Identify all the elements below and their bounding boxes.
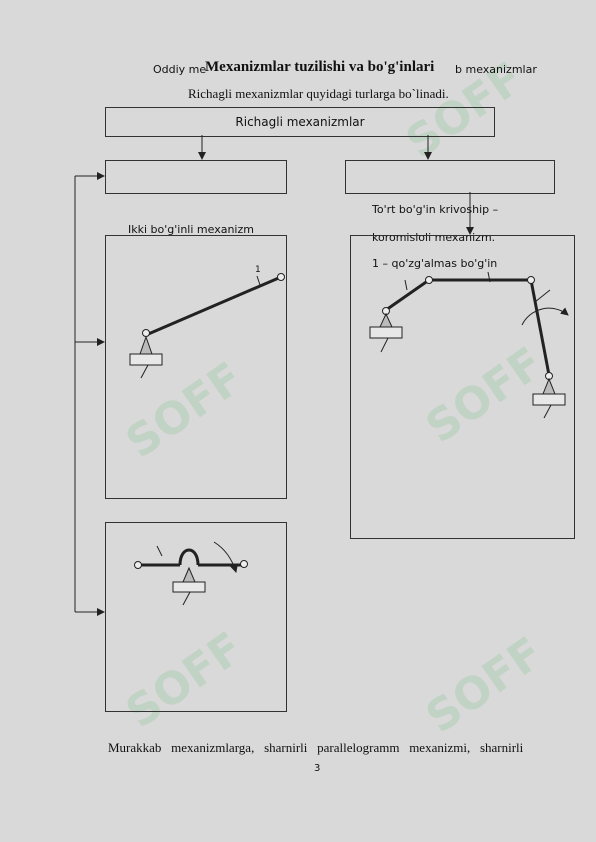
four-link-panel <box>350 235 575 539</box>
complex-mechanism-panel <box>105 522 287 712</box>
page-title: Mexanizmlar tuzilishi va bo'g'inlari <box>205 59 435 75</box>
right-type-box <box>345 160 555 194</box>
right-caption-2: koromisloli mexanizm. <box>372 231 496 244</box>
header-overlap-left: Oddiy me <box>153 63 207 76</box>
two-link-panel <box>105 235 287 499</box>
right-caption-3: 1 – qo'zg'almas bo'g'in <box>372 257 498 270</box>
two-link-mechanism <box>129 273 285 379</box>
left-caption: Ikki bo'g'inli mexanizm <box>128 223 254 236</box>
top-box-label: Richagli mexanizmlar <box>235 115 365 129</box>
four-link-mechanism <box>369 271 569 419</box>
footer-text: Murakkab mexanizmlarga, sharnirli parall… <box>108 740 524 755</box>
label-one: 1 <box>255 265 261 275</box>
complex-mechanism <box>134 541 248 606</box>
page-number: 3 <box>314 763 321 774</box>
top-box: Richagli mexanizmlar <box>105 107 495 137</box>
header-overlap-right: b mexanizmlar <box>455 63 537 76</box>
right-caption-1: To'rt bo'g'in krivoship – <box>372 203 499 216</box>
intro-text: Richagli mexanizmlar quyidagi turlarga b… <box>188 86 449 101</box>
left-type-box <box>105 160 287 194</box>
